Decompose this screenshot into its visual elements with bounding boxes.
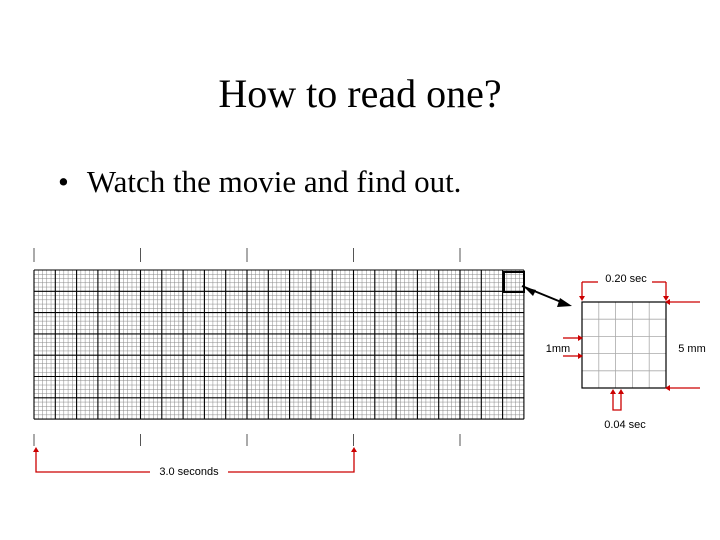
ecg-strip-major-grid <box>33 269 525 420</box>
measurement-arrows <box>35 281 700 473</box>
magnified-large-box <box>581 301 667 389</box>
magnify-pointer-arrowhead <box>557 298 572 307</box>
time-tick-marks <box>33 248 461 446</box>
small-box-height-label: 1mm <box>546 343 570 355</box>
highlighted-large-box <box>503 271 525 293</box>
magnified-box-grid <box>582 302 666 388</box>
large-box-time-label: 0.20 sec <box>605 273 647 285</box>
measurement-arrowheads <box>33 296 670 452</box>
span-duration-label: 3.0 seconds <box>159 466 219 478</box>
small-box-time-label: 0.04 sec <box>604 419 646 431</box>
ecg-strip-minor-grid <box>34 270 524 420</box>
large-box-height-label: 5 mm <box>678 343 706 355</box>
bullet-symbol: • <box>58 164 69 199</box>
bullet-text: Watch the movie and find out. <box>86 164 462 199</box>
slide-title: How to read one? <box>218 71 502 116</box>
bullet-item: • Watch the movie and find out. <box>58 164 461 200</box>
magnify-pointer-tail <box>524 287 536 296</box>
